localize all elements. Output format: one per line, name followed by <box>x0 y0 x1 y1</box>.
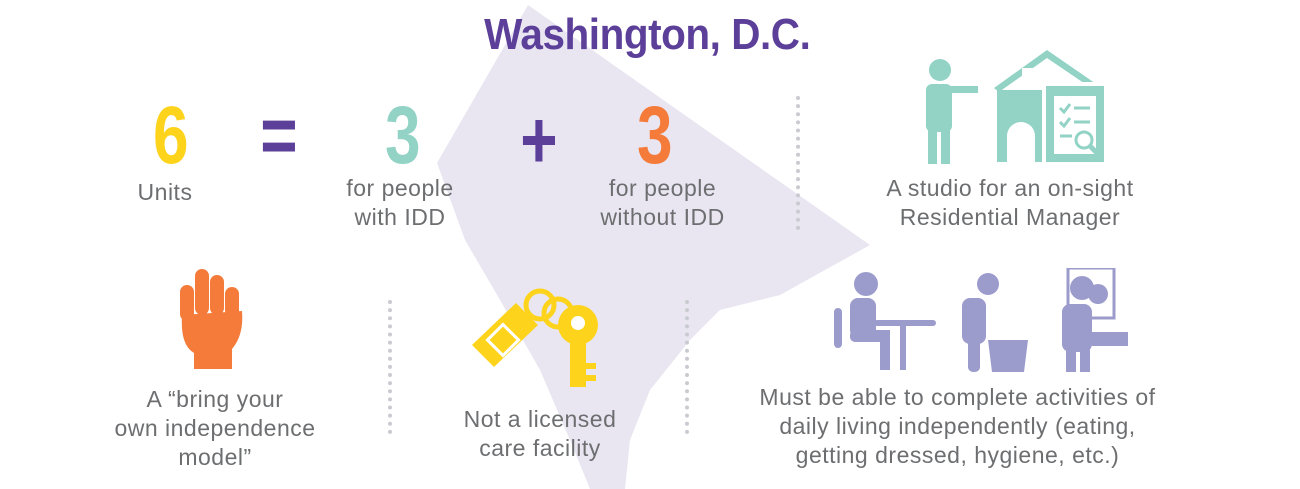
divider <box>388 300 392 434</box>
with-idd-label: for people with IDD <box>320 174 480 232</box>
with-idd-number: 3 <box>385 90 421 181</box>
licensing-label: Not a licensed care facility <box>430 405 650 463</box>
label-line: own independence <box>114 415 316 441</box>
key-tag-icon <box>472 288 598 387</box>
without-idd-number: 3 <box>637 90 673 181</box>
manager-label: A studio for an on-sight Residential Man… <box>840 174 1180 232</box>
divider <box>685 300 689 434</box>
daily-living-label: Must be able to complete activities of d… <box>700 383 1215 470</box>
label-line: Not a licensed <box>463 406 617 432</box>
dressing-icon <box>962 273 1028 372</box>
hygiene-icon <box>1062 268 1128 372</box>
label-line: with IDD <box>354 204 446 230</box>
label-line: A “bring your <box>146 386 284 412</box>
label-line: daily living independently (eating, <box>779 413 1136 439</box>
label-line: for people <box>608 175 717 201</box>
label-line: model” <box>178 444 252 470</box>
label-line: for people <box>346 175 454 201</box>
raised-fist-icon <box>180 269 243 369</box>
label-line: getting dressed, hygiene, etc.) <box>795 442 1120 468</box>
label-line: care facility <box>479 435 601 461</box>
equals-sign: = <box>260 90 298 181</box>
label-line: A studio for an on-sight <box>886 175 1134 201</box>
total-units-number: 6 <box>153 90 189 181</box>
divider <box>796 96 800 230</box>
label-line: Must be able to complete activities of <box>759 384 1156 410</box>
residential-manager-icon <box>926 50 1104 164</box>
label-line: Residential Manager <box>899 204 1121 230</box>
page-title: Washington, D.C. <box>483 10 811 59</box>
without-idd-label: for people without IDD <box>575 174 750 232</box>
total-units-label: Units <box>137 179 193 205</box>
daily-living-icons <box>834 268 1128 372</box>
independence-label: A “bring your own independence model” <box>80 385 350 472</box>
plus-sign: + <box>520 95 558 186</box>
label-line: without IDD <box>600 204 725 230</box>
eating-icon <box>834 272 936 370</box>
